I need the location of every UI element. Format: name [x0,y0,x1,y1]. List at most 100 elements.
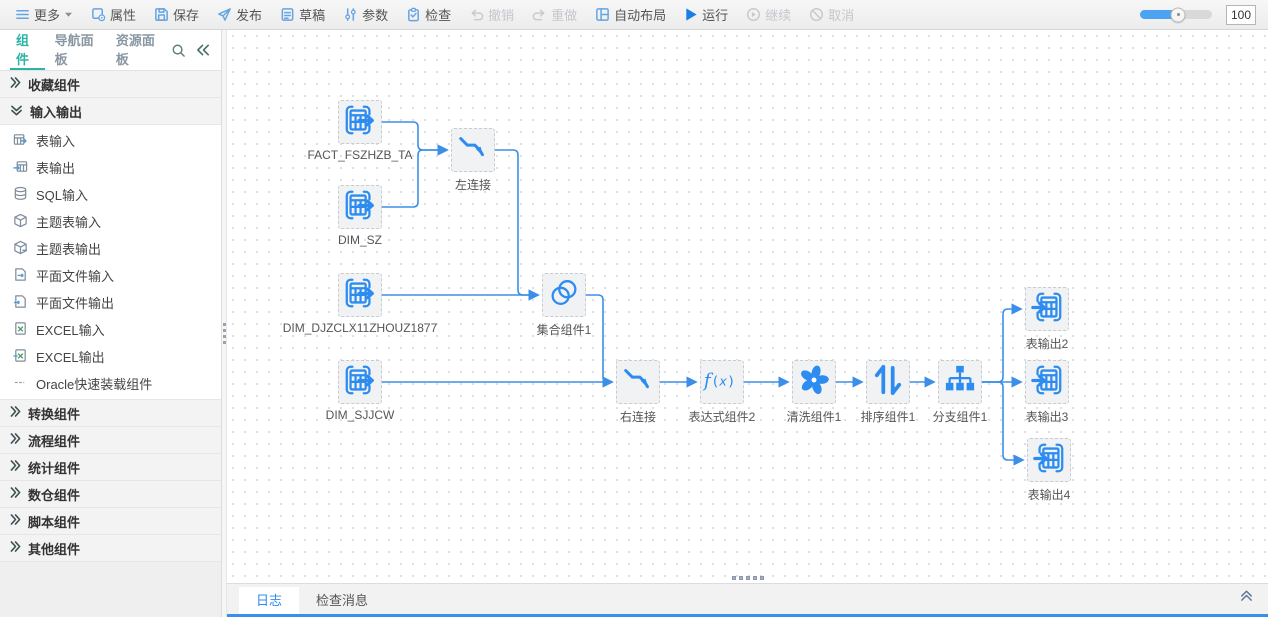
flow-node-out3[interactable]: 表输出3 [1025,360,1069,424]
flow-node-left-join[interactable]: 左连接 [451,128,495,192]
component-item[interactable]: SQL输入 [0,181,221,208]
node-label: 表达式组件2 [688,410,756,424]
undo-icon [469,7,484,22]
flow-canvas[interactable]: FACT_FSZHZB_TA DIM_SZ 左连接 DIM_DJZCLX11ZH… [227,30,1268,583]
properties-button[interactable]: 属性 [82,0,145,30]
chevron-right-icon [10,540,21,556]
component-item-label: EXCEL输入 [36,323,105,338]
flow-node-branch1[interactable]: 分支组件1 [933,360,987,424]
more-button[interactable]: 更多 [6,0,82,30]
section-label: 输入输出 [30,104,83,120]
component-item[interactable]: 主题表输出 [0,235,221,262]
flow-edge-branch1-out4 [982,381,1025,466]
bottom-tab-1[interactable]: 日志 [239,587,300,614]
zoom-slider-handle[interactable] [1170,7,1186,22]
chevron-down-icon [10,104,23,119]
params-button[interactable]: 参数 [334,0,397,30]
bottom-tab-2[interactable]: 检查消息 [316,593,369,608]
flow-node-expr2[interactable]: f ( x ) 表达式组件2 [689,360,755,424]
component-item[interactable]: 平面文件输入 [0,262,221,289]
section-label: 数仓组件 [28,487,81,503]
component-item[interactable]: EXCEL输入 [0,316,221,343]
canvas-column: FACT_FSZHZB_TA DIM_SZ 左连接 DIM_DJZCLX11ZH… [227,30,1268,617]
collapse-sidebar-icon[interactable] [196,43,211,57]
zoom-slider[interactable] [1140,7,1212,22]
flow-node-set1[interactable]: 集合组件1 [537,273,591,337]
component-item[interactable]: 表输出 [0,154,221,181]
section-label: 流程组件 [28,433,81,449]
run-button[interactable]: 运行 [675,0,737,30]
auto-layout-button[interactable]: 自动布局 [586,0,675,30]
sidebar-tab-2[interactable]: 导航面板 [54,33,94,67]
component-item-label: 平面文件输入 [36,269,115,284]
flow-edge-branch1-out2 [982,303,1023,383]
chevron-right-icon [10,513,21,529]
oracle-loader-icon [13,375,28,393]
zoom-value-input[interactable] [1226,4,1256,25]
flow-node-clean1[interactable]: 清洗组件1 [787,360,841,424]
section-header-3[interactable]: 转换组件 [0,400,221,427]
toolbar-button-label: 撤销 [488,8,515,23]
chevron-right-icon [10,432,21,448]
toolbar-button-label: 自动布局 [614,8,667,23]
section-header-7[interactable]: 脚本组件 [0,508,221,535]
component-item[interactable]: EXCEL输出 [0,343,221,370]
cancel-icon [809,7,824,22]
section-header-4[interactable]: 流程组件 [0,427,221,454]
section-label: 其他组件 [28,541,81,557]
flow-node-dim-dj[interactable]: DIM_DJZCLX11ZHOUZ1877 [283,273,437,335]
flow-node-fact[interactable]: FACT_FSZHZB_TA [307,100,413,162]
sidebar-tab-1[interactable]: 组件 [10,30,45,70]
flow-node-dim-sj[interactable]: DIM_SJJCW [326,360,394,422]
flow-node-dim-sz[interactable]: DIM_SZ [338,185,382,247]
table-input-icon [13,132,28,150]
fx-icon: f ( x ) [702,367,742,398]
toolbar-button-label: 草稿 [299,8,326,23]
flow-node-sort1[interactable]: 排序组件1 [861,360,915,424]
flow-node-right-join[interactable]: 右连接 [616,360,660,424]
toolbar-button-label: 属性 [110,8,137,23]
sidebar-tab-3[interactable]: 资源面板 [115,33,155,67]
flow-node-out4[interactable]: 表输出4 [1027,438,1071,502]
flow-node-out2[interactable]: 表输出2 [1025,287,1069,351]
sort-icon [873,364,903,401]
component-item-label: EXCEL输出 [36,350,105,365]
sidebar-canvas-splitter[interactable] [222,30,227,617]
component-item[interactable]: 表输入 [0,127,221,154]
component-item[interactable]: 平面文件输出 [0,289,221,316]
table-output-icon [1030,363,1064,402]
splitter-grip[interactable] [222,313,227,353]
canvas-panel-grip[interactable] [730,574,766,582]
component-item[interactable]: 主题表输入 [0,208,221,235]
table-input-icon [343,363,377,402]
svg-text:(: ( [713,373,718,389]
excel-input-icon [13,321,28,339]
section-header-1[interactable]: 收藏组件 [0,71,221,98]
node-label: 左连接 [454,178,491,192]
flat-file-output-icon [13,294,28,312]
publish-button[interactable]: 发布 [208,0,271,30]
flow-edge-left-join-set1 [495,149,540,301]
section-header-8[interactable]: 其他组件 [0,535,221,562]
draft-button[interactable]: 草稿 [271,0,334,30]
save-icon [154,7,169,22]
node-label: 表输出4 [1027,488,1071,502]
section-header-2[interactable]: 输入输出 [0,98,221,125]
toolbar-button-label: 更多 [34,8,61,23]
expand-panel-icon[interactable] [1239,588,1254,607]
bottom-panel: 日志 检查消息 [227,583,1268,617]
inspect-button[interactable]: 检查 [397,0,460,30]
component-item[interactable]: Oracle快速装载组件 [0,370,221,397]
flow-edge-dim-sz-left-join [382,144,449,208]
table-input-icon [343,276,377,315]
search-icon[interactable] [171,43,186,58]
section-header-5[interactable]: 统计组件 [0,454,221,481]
table-input-icon [343,103,377,142]
component-item-label: 主题表输出 [36,242,102,257]
section-header-6[interactable]: 数仓组件 [0,481,221,508]
save-button[interactable]: 保存 [145,0,208,30]
venn-icon [547,276,581,315]
subject-table-input-icon [13,213,28,231]
component-item-label: 平面文件输出 [36,296,115,311]
